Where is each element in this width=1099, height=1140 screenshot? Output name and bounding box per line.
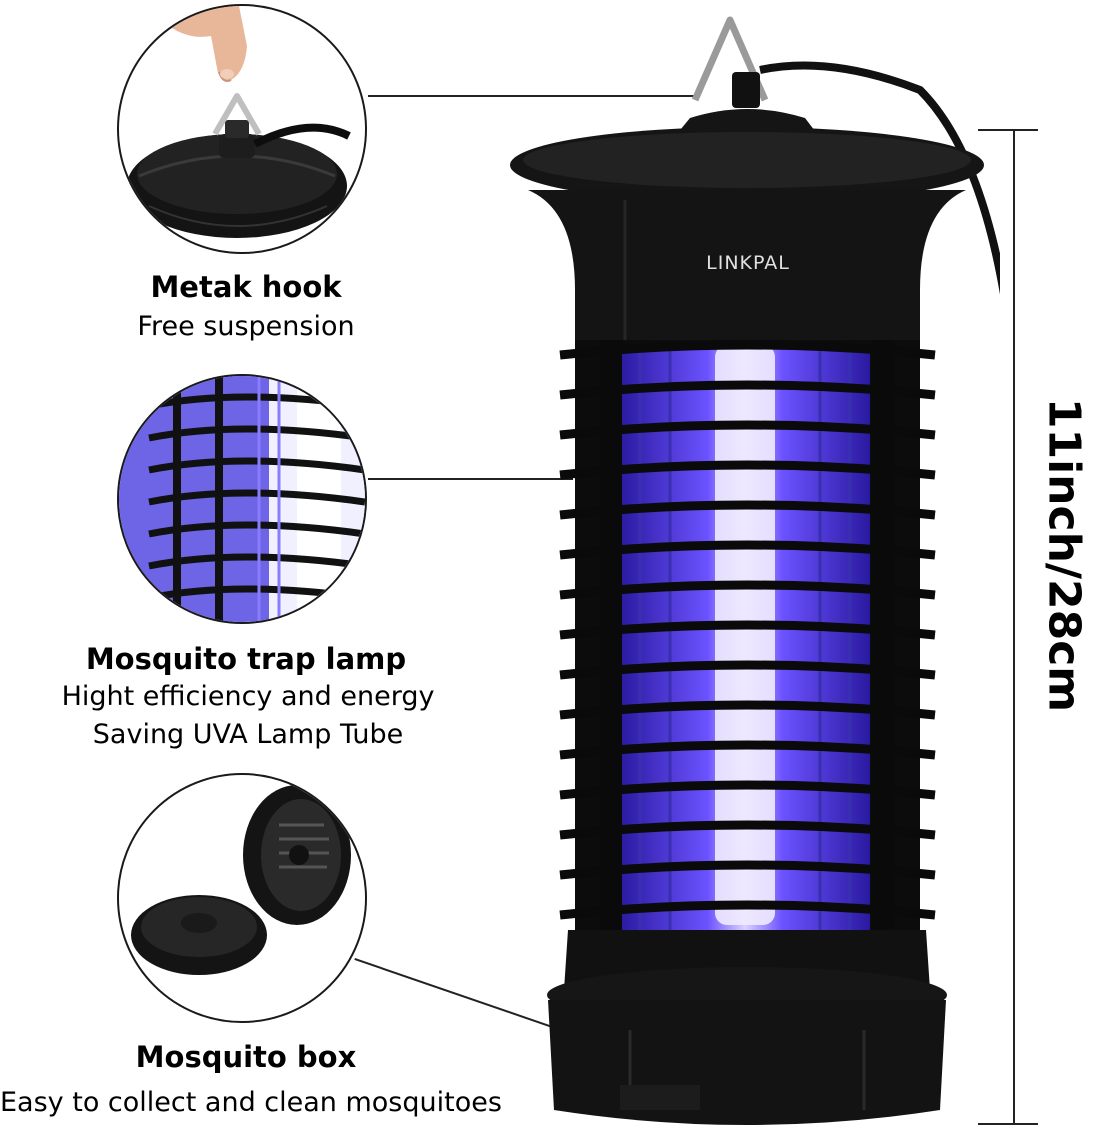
brand-logo-text: LINKPAL [706, 252, 790, 274]
dimension-line [1013, 130, 1015, 1125]
hook-leader-line [368, 95, 698, 97]
hook-callout-title: Metak hook [150, 270, 342, 304]
dimension-bottom-tick [978, 1123, 1038, 1125]
box-detail-image [117, 773, 367, 1023]
hook-detail-image [117, 4, 367, 254]
hook-callout-line: Free suspension [137, 311, 355, 342]
box-callout-line: Easy to collect and clean mosquitoes [0, 1087, 502, 1118]
dimension-top-tick [978, 129, 1038, 131]
bug-zapper-product [510, 16, 1000, 1125]
lamp-callout-title: Mosquito trap lamp [85, 642, 407, 676]
lamp-detail-image [117, 374, 367, 624]
lamp-callout-line-1: Hight efficiency and energy [61, 681, 435, 712]
box-callout-title: Mosquito box [135, 1040, 357, 1074]
dimension-label: 11inch/28cm [1038, 397, 1090, 713]
lamp-callout-line-2: Saving UVA Lamp Tube [92, 719, 404, 750]
lamp-leader-line [368, 478, 573, 480]
